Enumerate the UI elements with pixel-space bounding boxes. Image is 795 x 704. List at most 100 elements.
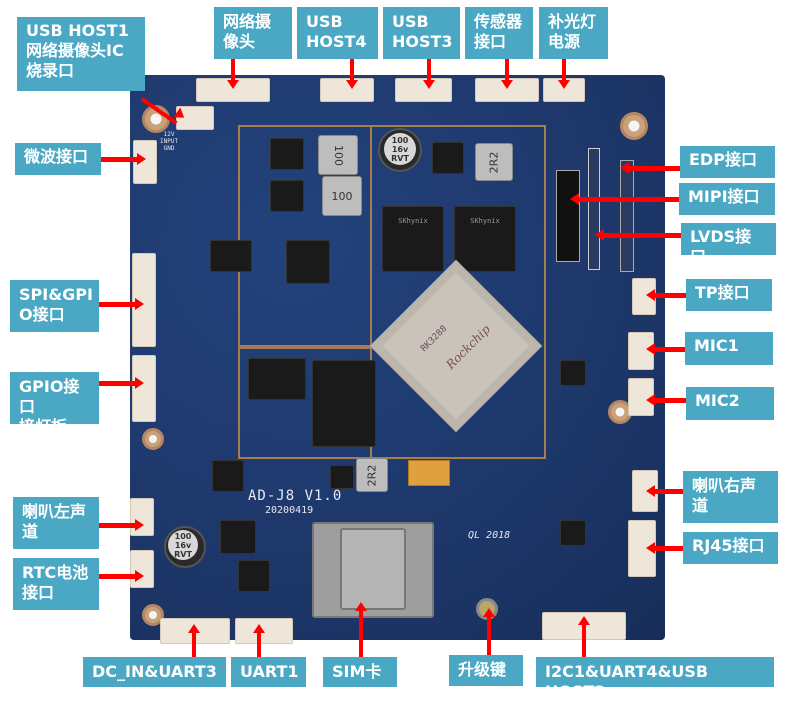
label-dc-in-uart3: DC_IN&UART3 [83, 657, 226, 687]
usb-host3-connector [395, 78, 452, 102]
label-i2c1-uart4-usb-host2: I2C1&UART4&USB HOST2 [536, 657, 774, 701]
label-rtc-battery: RTC电池 接口 [13, 558, 99, 610]
arrowhead-network-camera [227, 80, 239, 89]
ram-chip: SKhynix [382, 206, 444, 272]
label-network-camera: 网络摄 像头 [214, 7, 292, 59]
edp-connector [620, 160, 634, 272]
arrow-usb-host3 [427, 59, 431, 81]
arrow-microwave [101, 157, 139, 162]
arrowhead-usb-host4 [346, 80, 358, 89]
label-tp: TP接口 [686, 279, 772, 311]
arrowhead-fill-light [558, 80, 570, 89]
tp-connector [632, 278, 656, 315]
label-uart1: UART1 [231, 657, 306, 687]
inductor-marking: 100 [331, 189, 353, 203]
mosfet [270, 138, 304, 170]
arrowhead-mipi [570, 193, 579, 205]
ic [560, 520, 586, 546]
sim-card-tray [340, 528, 406, 610]
arrow-spi-gpio [99, 302, 137, 307]
label-upgrade-key: 升级键 [449, 655, 523, 686]
tantalum-capacitor [408, 460, 450, 486]
arrow-upgrade-key [487, 616, 491, 655]
ic [220, 520, 256, 554]
mipi-ffc-connector [556, 170, 580, 262]
audio-chip [286, 240, 330, 284]
arrowhead-edp [620, 162, 629, 174]
ic [238, 560, 270, 592]
arrow-speaker-left [99, 523, 137, 528]
arrowhead-gpio-lightboard [135, 377, 144, 389]
arrowhead-dc-in-uart3 [188, 624, 200, 633]
arrow-speaker-right [654, 489, 683, 494]
label-mipi: MIPI接口 [679, 183, 775, 215]
silk-input: INPUT [160, 138, 179, 145]
arrow-mipi [578, 197, 679, 202]
arrow-usb-host4 [350, 59, 354, 81]
label-usb-host1: USB HOST1 网络摄像头IC 烧录口 [17, 17, 145, 91]
cap-value: 100 [391, 135, 409, 145]
label-speaker-right: 喇叭右声 道 [683, 471, 778, 523]
ram-brand: SKhynix [398, 217, 428, 225]
board-model: AD-J8 V1.0 [248, 488, 343, 504]
arrowhead-microwave [137, 153, 146, 165]
mosfet [432, 142, 464, 174]
mounting-hole [142, 428, 164, 450]
arrowhead-mic1 [646, 343, 655, 355]
arrowhead-sensor [501, 80, 513, 89]
ic [212, 460, 244, 492]
label-rj45: RJ45接口 [683, 532, 778, 564]
arrowhead-upgrade-key [483, 608, 495, 617]
arrow-mic1 [654, 347, 685, 352]
arrowhead-spi-gpio [135, 298, 144, 310]
arrow-rj45 [654, 546, 683, 551]
pmic [210, 240, 252, 272]
shield-outline-right [370, 125, 546, 459]
capacitor-marking: 100 16v RVT [384, 133, 416, 165]
arrow-sensor [505, 59, 509, 81]
arrow-i2c1-uart4-usb-host2 [582, 624, 586, 657]
arrow-sim [359, 610, 363, 657]
label-mic2: MIC2 [686, 387, 774, 420]
label-sim: SIM卡 [323, 657, 397, 687]
hub-chip [248, 358, 306, 400]
arrowhead-sim [355, 602, 367, 611]
inductor-marking: 100 [331, 144, 345, 166]
label-gpio-lightboard: GPIO接口 接灯板 [10, 372, 99, 436]
arrow-gpio-lightboard [99, 381, 137, 386]
arrowhead-rj45 [646, 542, 655, 554]
label-usb-host3: USB HOST3 [383, 7, 460, 59]
label-lvds: LVDS接口 [681, 223, 776, 266]
label-spi-gpio: SPI&GPI O接口 [10, 280, 99, 332]
mounting-hole [620, 112, 648, 140]
cap-value: 100 [174, 531, 192, 541]
arrowhead-rtc-battery [135, 570, 144, 582]
arrow-tp [654, 293, 686, 298]
label-edp: EDP接口 [680, 146, 775, 178]
power-silk: 12V INPUT GND [160, 131, 178, 152]
arrowhead-usb-host3 [423, 80, 435, 89]
cap-series: RVT [391, 153, 409, 163]
silk-12v: 12V [163, 131, 175, 138]
capacitor-marking: 100 16v RVT [168, 530, 198, 560]
mosfet [270, 180, 304, 212]
inductor-marking: 2R2 [365, 464, 379, 486]
inductor: 100 [322, 176, 362, 216]
arrowhead-tp [646, 289, 655, 301]
rtc-battery-connector [130, 550, 154, 588]
arrow-mic2 [654, 398, 686, 403]
arrow-rtc-battery [99, 574, 137, 579]
mounting-hole [142, 604, 164, 626]
ic [330, 465, 354, 489]
uart1-connector [235, 618, 293, 644]
label-speaker-left: 喇叭左声 道 [13, 497, 99, 549]
emmc-chip [312, 360, 376, 447]
arrowhead-uart1 [253, 624, 265, 633]
arrow-network-camera [231, 59, 235, 81]
arrow-dc-in-uart3 [192, 632, 196, 657]
label-usb-host4: USB HOST4 [297, 7, 378, 59]
arrow-fill-light [562, 59, 566, 81]
lvds-connector [588, 148, 600, 270]
arrow-uart1 [257, 632, 261, 657]
silk-gnd: GND [163, 145, 175, 152]
